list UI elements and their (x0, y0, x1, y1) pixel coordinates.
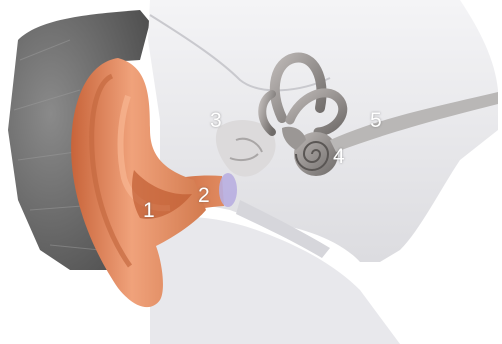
label-1: 1 (143, 200, 155, 221)
label-3: 3 (210, 110, 222, 131)
label-5: 5 (370, 110, 382, 131)
label-4: 4 (333, 146, 345, 167)
label-2: 2 (198, 185, 210, 206)
eardrum (219, 173, 237, 207)
